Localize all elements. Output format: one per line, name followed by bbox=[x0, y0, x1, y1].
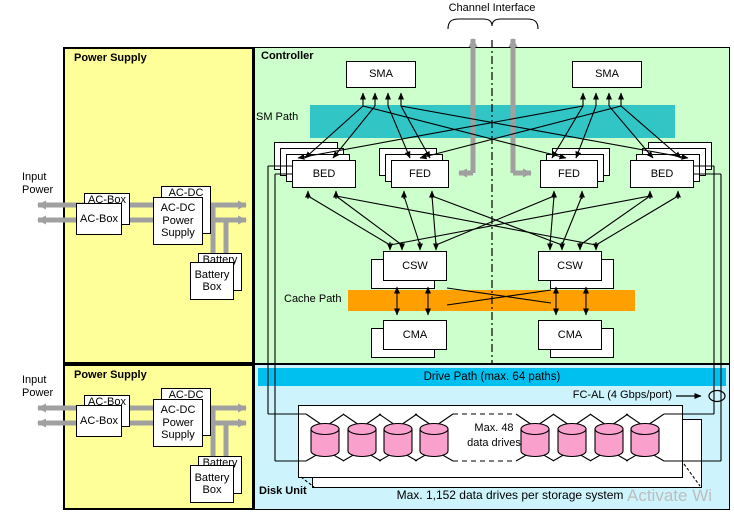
drive-path-bar: Drive Path (max. 64 paths) bbox=[258, 368, 726, 386]
battery-box: Battery Box bbox=[190, 465, 234, 503]
channel-interface-label: Channel Interface bbox=[448, 2, 536, 14]
power-supply-bottom-title: Power Supply bbox=[74, 369, 147, 381]
sm-path-bar bbox=[310, 105, 675, 138]
input-power-label-bottom: Input Power bbox=[22, 374, 54, 399]
cma-box-right: CMA bbox=[538, 320, 602, 350]
battery-box: Battery Box bbox=[190, 262, 234, 300]
csw-box-left: CSW bbox=[383, 251, 447, 281]
power-supply-top-title: Power Supply bbox=[74, 52, 147, 64]
cache-path-bar bbox=[348, 290, 635, 311]
sma-box-left: SMA bbox=[346, 61, 416, 88]
sm-path-label: SM Path bbox=[256, 111, 299, 123]
ac-box: AC-Box bbox=[76, 405, 122, 437]
cma-box-left: CMA bbox=[383, 320, 447, 350]
max-per-system-label: Max. 1,152 data drives per storage syste… bbox=[396, 488, 624, 502]
csw-box-right: CSW bbox=[538, 251, 602, 281]
channel-interface-brace bbox=[447, 18, 539, 30]
controller-title: Controller bbox=[261, 50, 314, 62]
ac-dc-power-supply: AC-DC Power Supply bbox=[153, 197, 203, 245]
sma-box-right: SMA bbox=[572, 61, 642, 88]
fed-box-right: FED bbox=[540, 160, 598, 188]
max-drives-label: Max. 48 data drives bbox=[467, 422, 521, 449]
cache-path-label: Cache Path bbox=[284, 293, 342, 305]
input-power-label-top: Input Power bbox=[22, 171, 54, 196]
disk-unit-title: Disk Unit bbox=[259, 485, 307, 497]
fc-al-label: FC-AL (4 Gbps/port) bbox=[572, 389, 672, 401]
activate-windows-watermark: Activate Wi bbox=[627, 486, 713, 505]
bed-box-right: BED bbox=[630, 160, 694, 188]
ac-dc-power-supply: AC-DC Power Supply bbox=[153, 399, 203, 447]
bed-box-left: BED bbox=[292, 160, 356, 188]
ac-box: AC-Box bbox=[76, 203, 122, 235]
fed-box-left: FED bbox=[391, 160, 449, 188]
controller-section bbox=[254, 47, 730, 364]
